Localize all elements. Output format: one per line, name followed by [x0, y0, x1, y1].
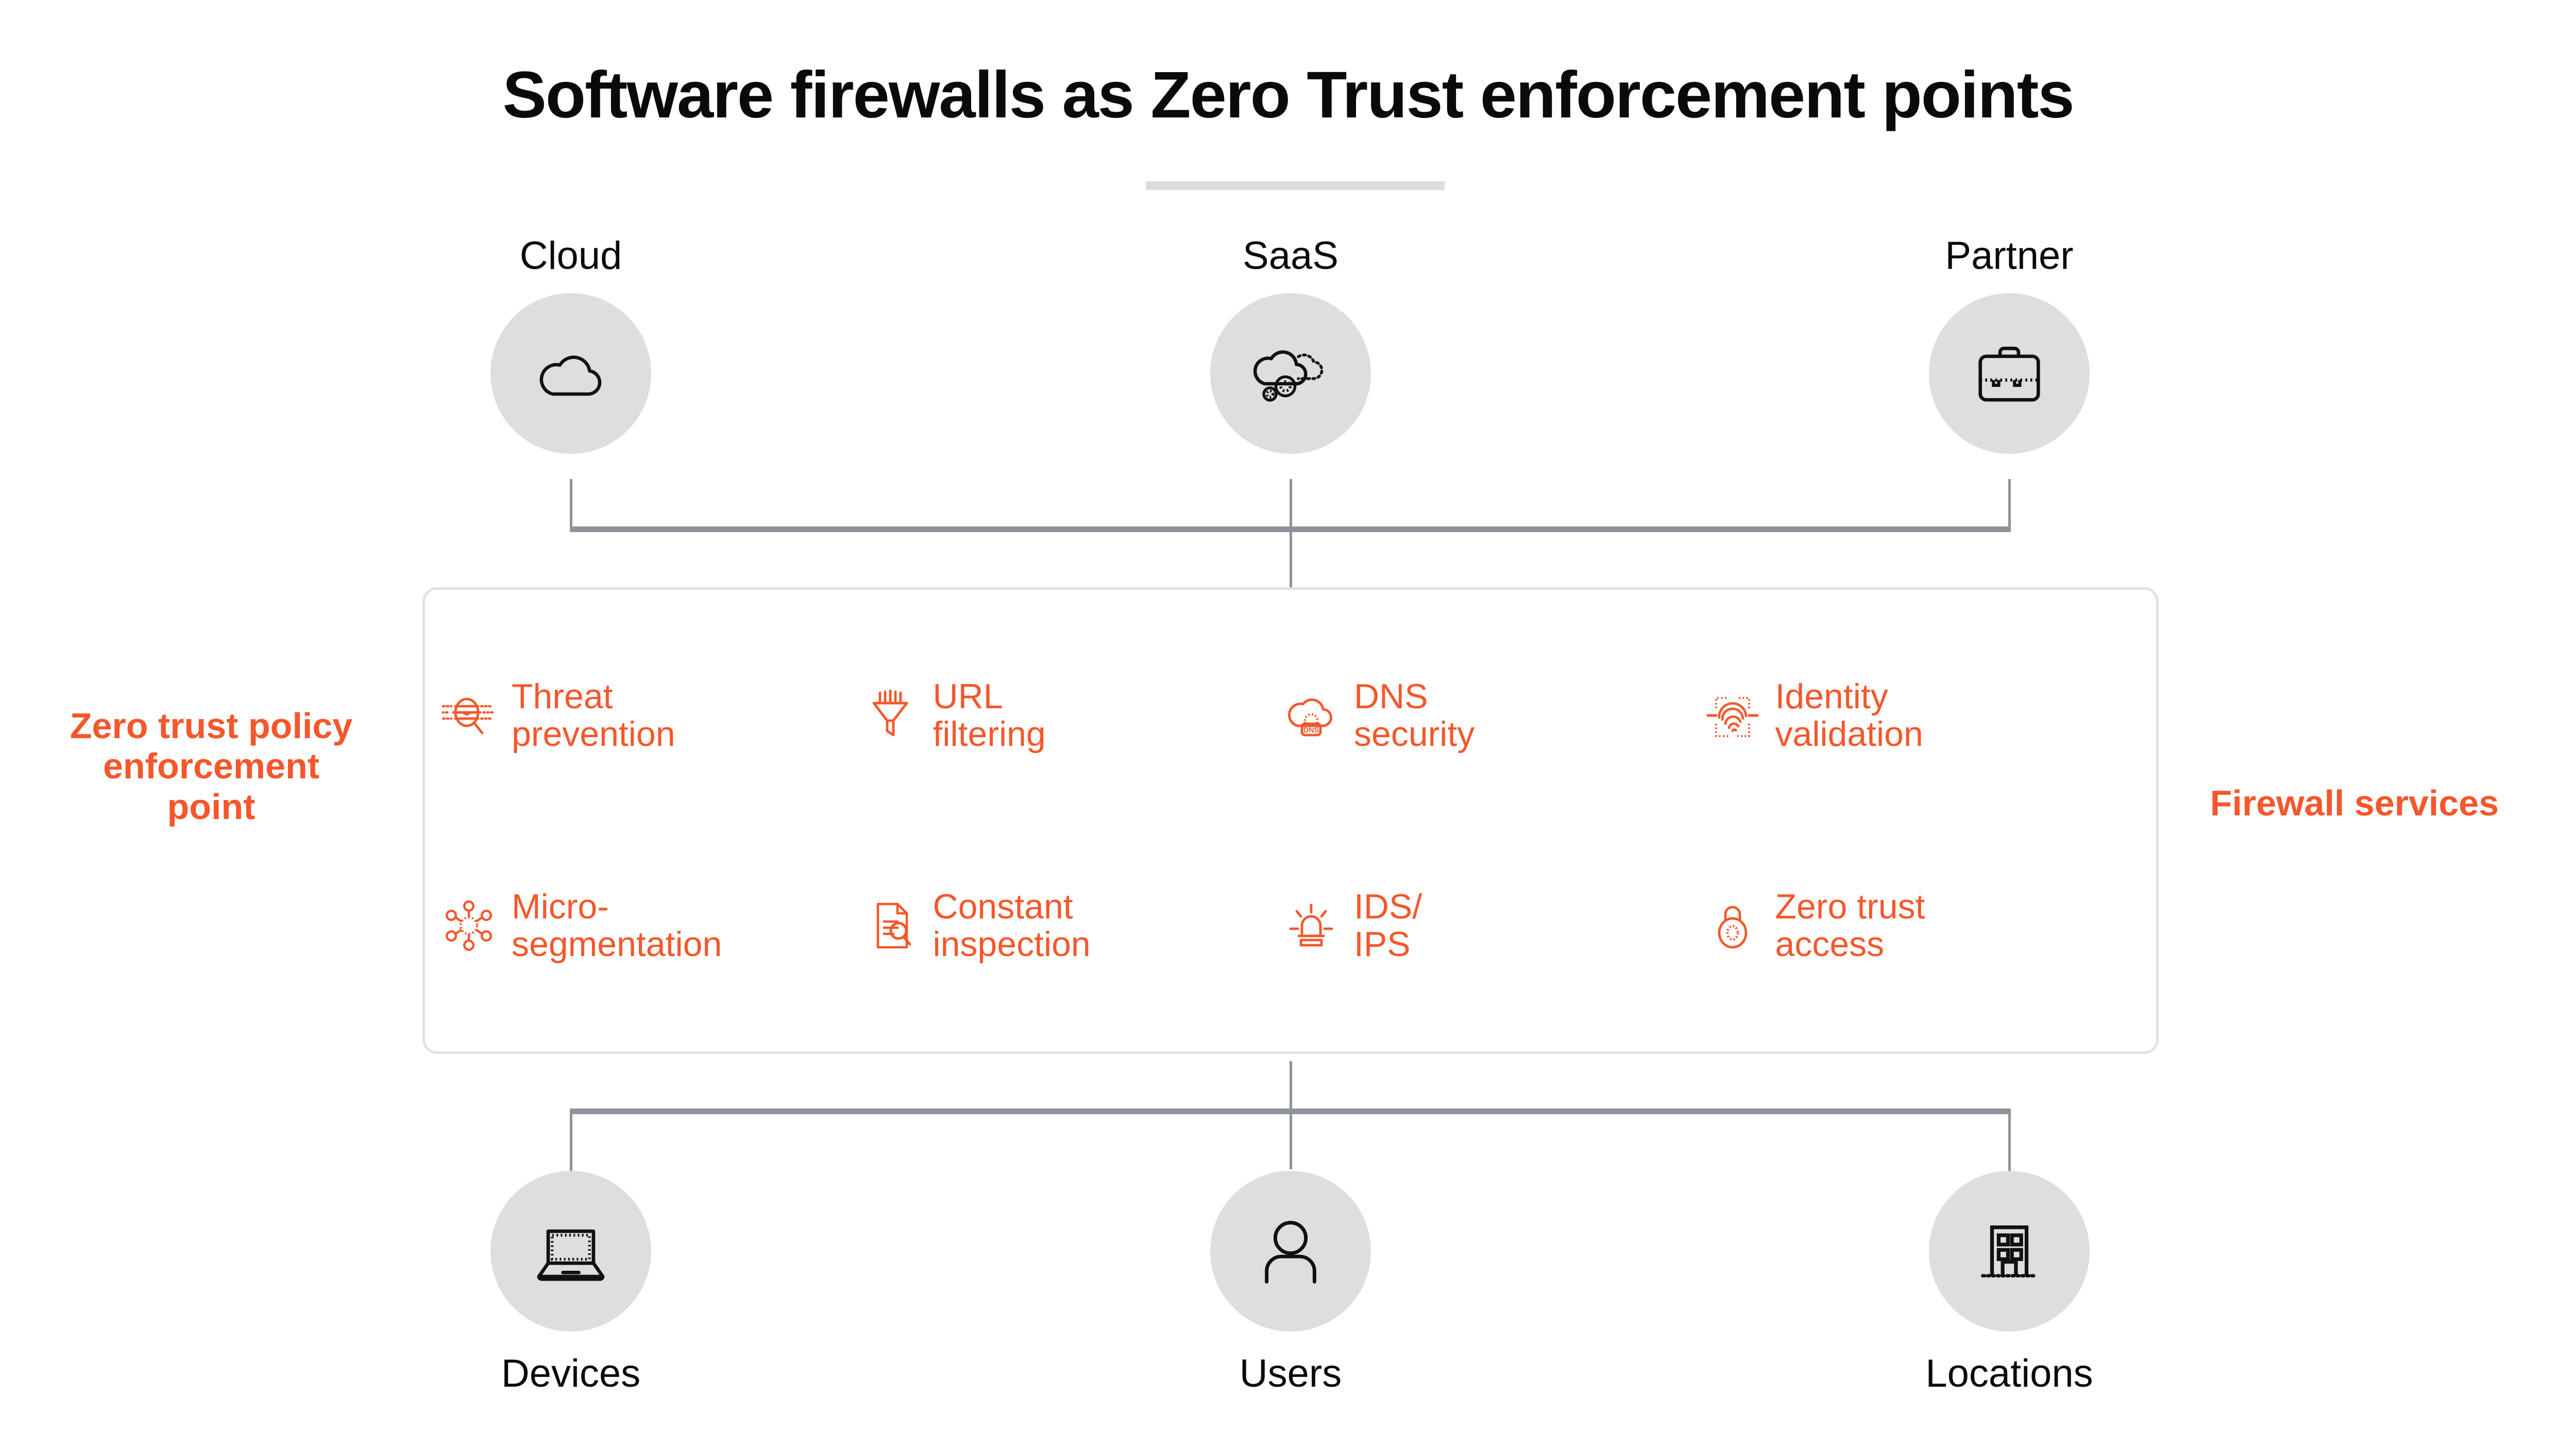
firewall-services-card: Threat prevention: [422, 587, 2159, 1054]
connector-cloud-down: [570, 479, 572, 531]
padlock-icon: [1704, 897, 1761, 954]
svg-text:DNS: DNS: [1303, 726, 1319, 735]
connector-card-down: [1290, 1061, 1292, 1169]
laptop-icon: [532, 1219, 609, 1283]
service-zero-trust-access[interactable]: Zero trust access: [1704, 821, 2126, 1031]
service-dns-security[interactable]: DNS DNS security: [1283, 610, 1704, 821]
node-partner-label: Partner: [1945, 234, 2074, 278]
caption-enforcement-point: Zero trust policy enforcement point: [70, 706, 353, 827]
briefcase-icon: [1973, 340, 2045, 406]
service-label: Micro- segmentation: [512, 887, 722, 964]
service-label: Identity validation: [1775, 676, 1923, 754]
service-label: DNS security: [1354, 676, 1475, 754]
service-label: Constant inspection: [933, 887, 1091, 964]
service-label: Threat prevention: [512, 676, 675, 754]
service-url-filtering[interactable]: URL filtering: [862, 610, 1283, 821]
cloud-gears-icon: [1247, 340, 1334, 406]
node-saas-label: SaaS: [1243, 234, 1338, 278]
node-users: Users: [1126, 1171, 1455, 1395]
node-partner-bubble: [1929, 293, 2090, 454]
fingerprint-scan-icon: [1704, 687, 1761, 744]
connector-bottom-bus: [570, 1109, 2011, 1114]
service-label: Zero trust access: [1775, 887, 1925, 964]
connector-devices-up: [570, 1109, 572, 1171]
node-users-bubble: [1210, 1171, 1371, 1332]
service-threat-prevention[interactable]: Threat prevention: [440, 610, 862, 821]
node-devices: Devices: [406, 1171, 736, 1395]
title-divider: [1146, 181, 1445, 190]
network-nodes-icon: [440, 897, 497, 954]
service-micro-segmentation[interactable]: Micro- segmentation: [440, 821, 862, 1031]
threat-magnifier-icon: [440, 687, 497, 744]
user-icon: [1257, 1217, 1324, 1286]
node-locations: Locations: [1844, 1171, 2174, 1395]
service-label: URL filtering: [933, 676, 1046, 754]
node-cloud-label: Cloud: [519, 234, 622, 278]
node-devices-label: Devices: [501, 1352, 641, 1395]
node-saas: SaaS: [1126, 234, 1455, 454]
service-identity-validation[interactable]: Identity validation: [1704, 610, 2126, 821]
connector-top-bus: [570, 526, 2011, 532]
connector-locations-up: [2008, 1109, 2011, 1171]
building-icon: [1976, 1217, 2043, 1286]
node-locations-label: Locations: [1925, 1352, 2093, 1395]
funnel-icon: [862, 687, 919, 744]
node-saas-bubble: [1210, 293, 1371, 454]
node-users-label: Users: [1239, 1352, 1342, 1395]
alarm-light-icon: [1283, 897, 1340, 954]
document-search-icon: [862, 897, 919, 954]
dns-cloud-icon: DNS: [1283, 687, 1340, 744]
page-title: Software firewalls as Zero Trust enforce…: [502, 58, 2075, 132]
node-cloud: Cloud: [406, 234, 736, 454]
service-constant-inspection[interactable]: Constant inspection: [862, 821, 1283, 1031]
node-devices-bubble: [490, 1171, 651, 1332]
service-label: IDS/ IPS: [1354, 887, 1422, 964]
firewall-services-grid: Threat prevention: [425, 590, 2156, 1051]
node-cloud-bubble: [490, 293, 651, 454]
cloud-icon: [532, 345, 609, 402]
connector-partner-down: [2008, 479, 2011, 531]
connector-saas-down: [1290, 479, 1292, 587]
node-partner: Partner: [1844, 234, 2174, 454]
caption-firewall-services: Firewall services: [2210, 783, 2499, 823]
node-locations-bubble: [1929, 1171, 2090, 1332]
service-ids-ips[interactable]: IDS/ IPS: [1283, 821, 1704, 1031]
